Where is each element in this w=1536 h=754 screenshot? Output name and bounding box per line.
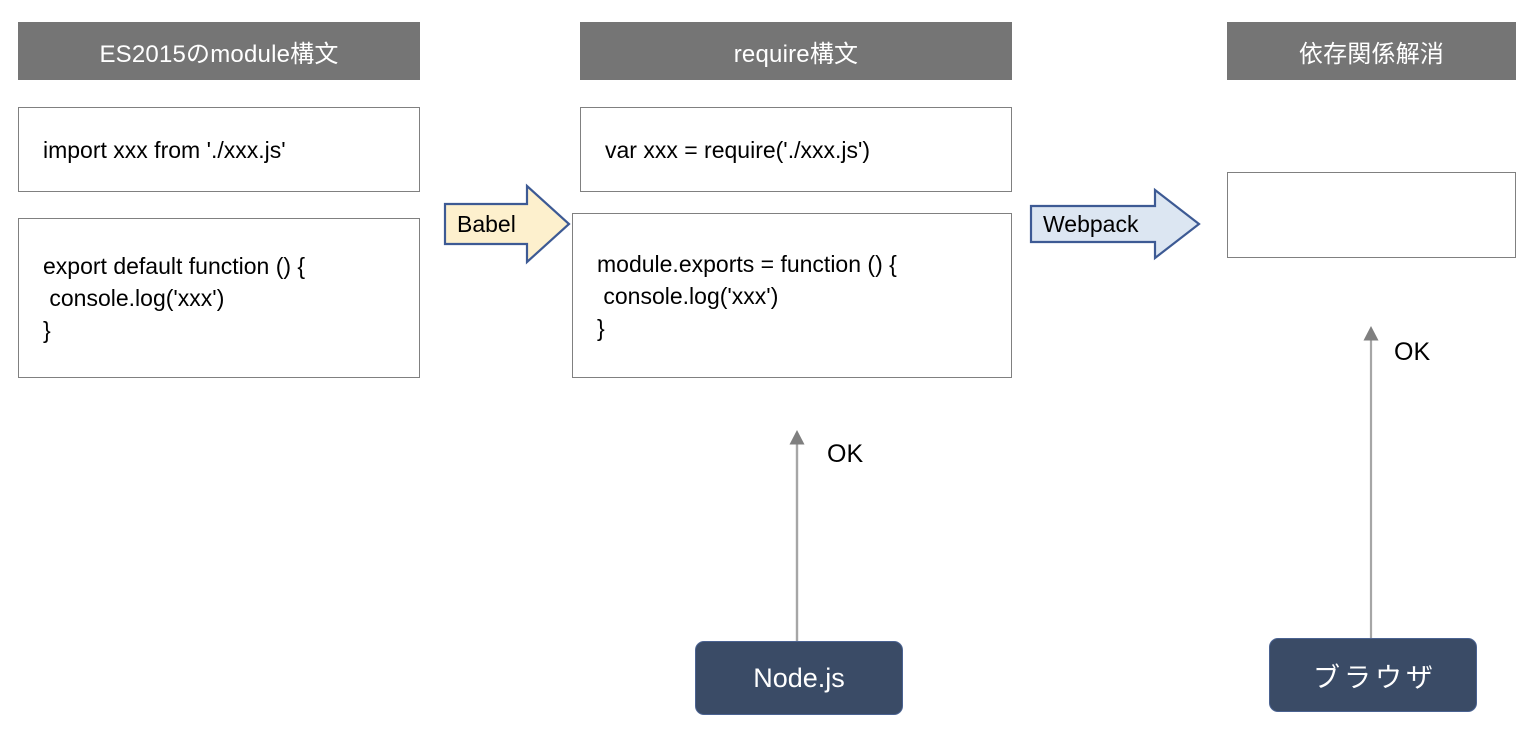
ok-label-node: OK [827,440,864,468]
code-line: console.log('xxx') [597,282,779,309]
code-line: } [597,314,605,341]
up-arrow-icon [789,430,805,644]
code-box-module-exports: module.exports = function () { console.l… [572,213,1012,378]
code-line: module.exports = function () { [597,250,897,277]
code-box-import: import xxx from './xxx.js' [18,107,420,192]
runtime-box-browser[interactable]: ブラウザ [1269,638,1477,712]
code-box-bundle-output [1227,172,1516,258]
column-header-require: require構文 [580,22,1012,80]
code-line: } [43,317,51,343]
webpack-transform-arrow[interactable]: Webpack [1029,187,1201,261]
right-arrow-icon [443,183,571,265]
column-header-bundle: 依存関係解消 [1227,22,1516,80]
browser-to-bundle-connector [1360,324,1382,640]
code-line: console.log('xxx') [43,285,225,311]
code-box-export-default: export default function () { console.log… [18,218,420,378]
runtime-box-node[interactable]: Node.js [695,641,903,715]
code-box-require: var xxx = require('./xxx.js') [580,107,1012,192]
node-to-require-connector [786,428,808,644]
code-line: export default function () { [43,253,306,279]
right-arrow-icon [1029,187,1201,261]
code-line: var xxx = require('./xxx.js') [605,136,871,163]
babel-transform-arrow[interactable]: Babel [443,183,571,265]
ok-label-browser: OK [1394,338,1431,366]
up-arrow-icon [1363,326,1379,640]
code-line: import xxx from './xxx.js' [43,136,286,163]
column-header-es2015: ES2015のmodule構文 [18,22,420,80]
